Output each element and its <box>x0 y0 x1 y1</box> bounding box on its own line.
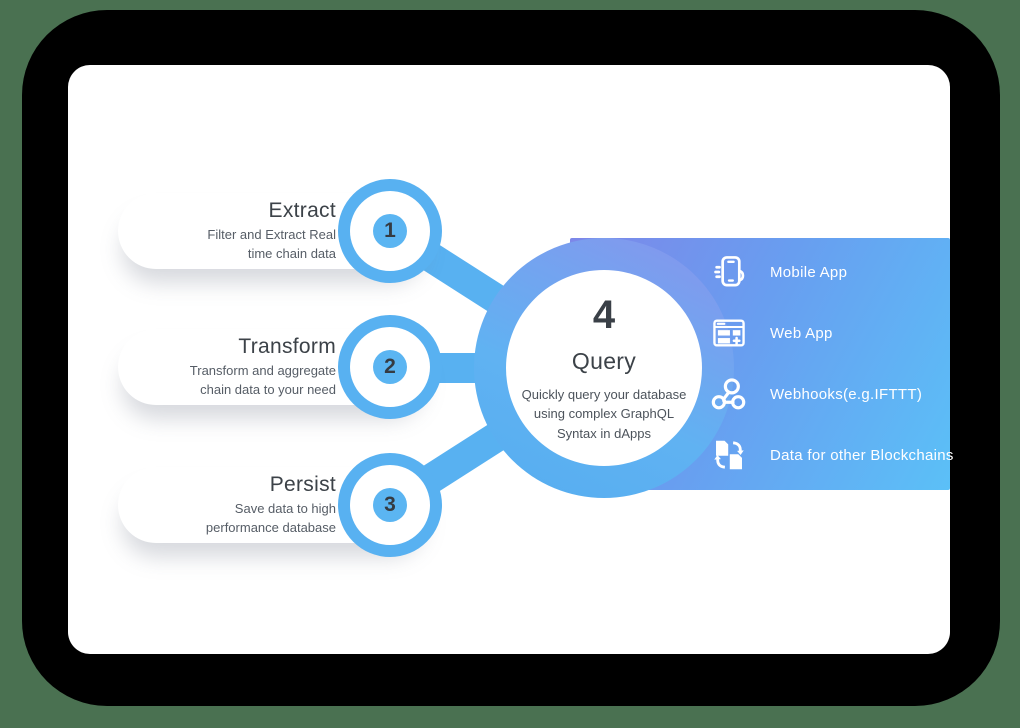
step-description: Filter and Extract Real time chain data <box>207 226 336 261</box>
output-row-mobile-app: Mobile App <box>710 250 847 294</box>
step-title: Persist <box>269 472 336 496</box>
badge-ring: 2 <box>350 327 430 407</box>
step-description: Transform and aggregate chain data to yo… <box>189 362 336 397</box>
output-row-web-app: Web App <box>710 311 833 355</box>
step-title: Transform <box>238 334 336 358</box>
webhooks-icon <box>710 375 748 413</box>
web-app-icon <box>710 314 748 352</box>
badge-ring: 1 <box>350 191 430 271</box>
step-number: 2 <box>373 350 407 384</box>
step-badge-1: 1 <box>338 179 442 283</box>
step-number: 1 <box>373 214 407 248</box>
output-row-blockchain-data: Data for other Blockchains <box>710 433 954 477</box>
step-number: 3 <box>373 488 407 522</box>
output-label: Mobile App <box>770 263 848 281</box>
blockchain-data-icon <box>710 436 748 474</box>
output-label: Web App <box>770 324 833 342</box>
query-circle-ring: 4 Query Quickly query your database usin… <box>474 238 734 498</box>
step-description: Save data to high performance database <box>205 500 336 535</box>
step-badge-2: 2 <box>338 315 442 419</box>
output-label: Webhooks(e.g.IFTTT) <box>770 385 923 403</box>
step-badge-3: 3 <box>338 453 442 557</box>
query-step-number: 4 <box>592 292 616 337</box>
query-description: Quickly query your database using comple… <box>521 386 687 441</box>
output-row-webhooks: Webhooks(e.g.IFTTT) <box>710 372 922 416</box>
step-title: Extract <box>268 198 336 222</box>
badge-ring: 3 <box>350 465 430 545</box>
output-label: Data for other Blockchains <box>770 446 954 464</box>
query-circle: 4 Query Quickly query your database usin… <box>506 270 702 466</box>
mobile-app-icon <box>710 253 748 291</box>
query-title: Query <box>571 347 637 374</box>
